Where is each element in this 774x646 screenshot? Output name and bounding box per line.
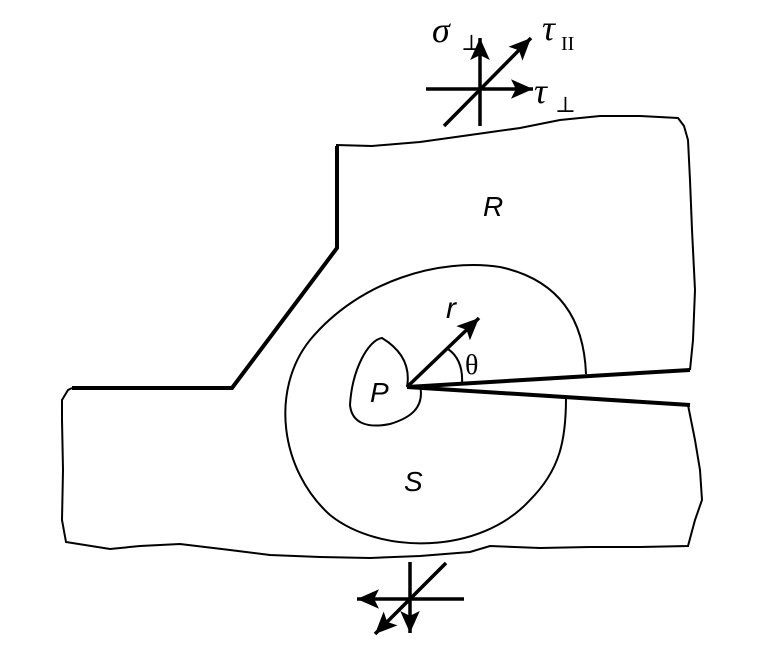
body-outline: [335, 115, 697, 371]
tau-right-label: τ: [534, 71, 548, 111]
radius-r-label: r: [446, 292, 457, 325]
sigma-perp-subscript: ⊥: [461, 30, 482, 55]
region-s-boundary: [284, 264, 587, 545]
bottom-stress-cross: [357, 561, 464, 636]
region-s-label: S: [404, 466, 423, 497]
body-outline-lower: [60, 387, 704, 560]
theta-label: θ: [465, 350, 478, 381]
tau-II-subscript: II: [561, 33, 574, 55]
notch-edge: [72, 146, 339, 390]
radius-arrow: [405, 316, 481, 389]
region-p-boundary: [348, 336, 422, 427]
point-p-label: P: [370, 377, 389, 408]
top-stress-cross: [426, 36, 533, 128]
crack-lower-face: [406, 385, 691, 407]
crack-upper-face: [406, 368, 691, 389]
theta-arc: [447, 348, 464, 385]
sigma-label: σ: [432, 10, 451, 50]
tau-top-label: τ: [542, 8, 556, 48]
tau-perp-subscript: ⊥: [555, 92, 576, 117]
region-r-label: R: [483, 191, 503, 222]
